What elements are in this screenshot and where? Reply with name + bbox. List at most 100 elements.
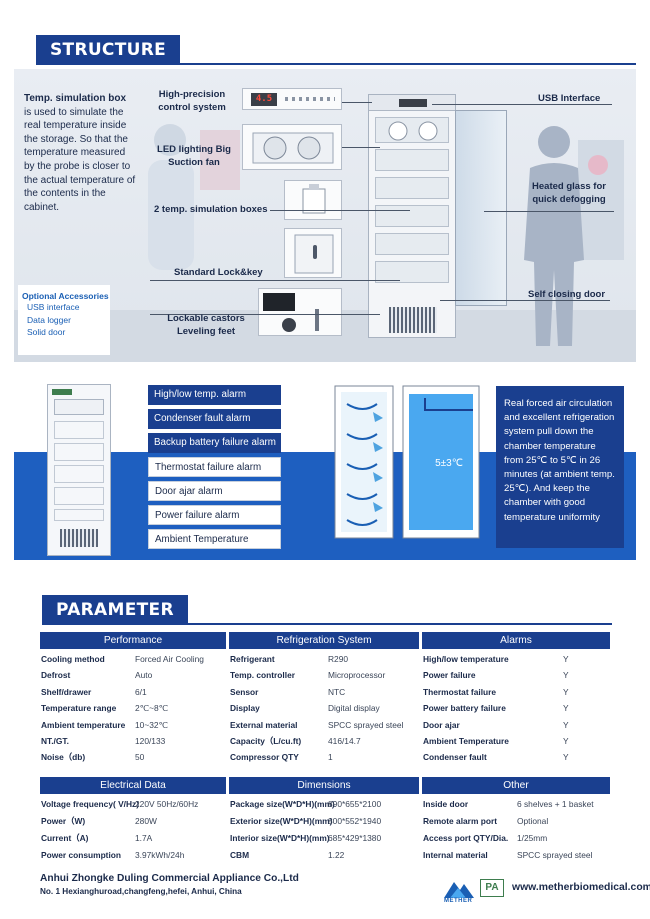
fridge-display: [399, 99, 427, 107]
table-row: Power（W)280W: [41, 813, 226, 829]
simulation-box-icon: [302, 184, 326, 214]
param-value: 800*552*1940: [328, 816, 382, 826]
optional-accessories-box: Optional Accessories USB interface Data …: [18, 285, 110, 355]
fridge-vent: [60, 529, 98, 547]
background-shelf-illustration: [578, 140, 624, 260]
structure-title: STRUCTURE: [36, 35, 181, 65]
castor-icon: [263, 293, 319, 332]
param-key: Shelf/drawer: [41, 686, 92, 697]
param-key: Compressor QTY: [230, 752, 299, 763]
callout-usb: USB Interface: [538, 93, 601, 104]
refrigeration-header: Refrigeration System: [229, 632, 419, 649]
param-key: NT./GT.: [41, 736, 69, 746]
param-value: NTC: [328, 686, 346, 697]
fan-inset: [242, 124, 342, 170]
param-key: Internal material: [423, 850, 488, 860]
table-row: High/low temperature Y: [423, 651, 609, 667]
parameter-title: PARAMETER: [42, 595, 188, 625]
alarm-item: High/low temp. alarm: [148, 385, 281, 405]
param-value: Y: [563, 654, 569, 664]
refrigerator-illustration: [368, 94, 456, 338]
param-key: Interior size(W*D*H)(mm): [230, 833, 330, 843]
param-value: 2℃~8℃: [135, 703, 169, 714]
callout-self-closing-door: Self closing door: [528, 289, 606, 300]
param-key: Ambient Temperature: [423, 736, 509, 746]
leader-line: [270, 210, 410, 211]
table-row: Sensor NTC: [230, 684, 418, 700]
leader-line: [150, 280, 400, 281]
table-row: Voltage frequency( V/Hz)220V 50Hz/60Hz: [41, 796, 226, 812]
website-link[interactable]: www.metherbiomedical.com: [512, 882, 650, 893]
callout-lock: Standard Lock&key: [174, 267, 263, 278]
lock-icon: [294, 234, 334, 274]
param-key: Power failure: [423, 670, 476, 681]
param-key: Current（A): [41, 833, 89, 843]
param-value: Y: [563, 703, 569, 714]
fridge-shelf: [54, 509, 104, 521]
temp-simulation-description: Temp. simulation box is used to simulate…: [24, 92, 136, 214]
refrigerator-front-illustration: [47, 384, 111, 556]
fridge-fans-icon: [388, 121, 438, 141]
param-key: Defrost: [41, 670, 71, 681]
table-row: Access port QTY/Dia.1/25mm: [423, 830, 609, 846]
dimensions-header: Dimensions: [229, 777, 419, 794]
fridge-logo-mark: [52, 389, 72, 395]
callout-castors: Lockable castors Leveling feet: [167, 313, 245, 337]
param-value: 10~32℃: [135, 719, 168, 730]
fridge-shelf: [54, 487, 104, 505]
param-value: 50: [135, 752, 145, 763]
leader-line: [342, 147, 380, 148]
param-value: SPCC sprayed steel: [517, 850, 593, 860]
leader-line: [432, 104, 612, 105]
param-value: Y: [563, 752, 569, 763]
param-key: Remote alarm port: [423, 816, 497, 826]
param-value: 220V 50Hz/60Hz: [135, 799, 199, 809]
castor-inset: [258, 288, 342, 336]
table-row: Exterior size(W*D*H)(mm)800*552*1940: [230, 813, 418, 829]
fridge-glass-door: [455, 110, 507, 306]
param-key: Exterior size(W*D*H)(mm): [230, 816, 333, 826]
fridge-shelf: [375, 149, 449, 171]
alarm-item: Door ajar alarm: [148, 481, 281, 501]
param-value: 1/25mm: [517, 833, 548, 843]
company-name: Anhui Zhongke Duling Commercial Applianc…: [40, 873, 299, 884]
param-value: 3.97kWh/24h: [135, 850, 185, 860]
leader-line: [484, 211, 614, 212]
fridge-vent: [389, 307, 437, 333]
param-key: Refrigerant: [230, 654, 275, 664]
param-key: Voltage frequency( V/Hz): [41, 799, 140, 809]
param-key: Cooling method: [41, 654, 105, 664]
cooling-description: Real forced air circulation and excellen…: [496, 386, 624, 548]
param-key: Inside door: [423, 799, 469, 809]
table-row: Package size(W*D*H)(mm)890*655*2100: [230, 796, 418, 812]
temperature-display: 4.5: [251, 93, 277, 106]
optional-item: USB interface: [27, 302, 80, 312]
table-row: Capacity（L/cu.ft)416/14.7: [230, 733, 418, 749]
temp-simulation-heading: Temp. simulation box: [24, 93, 127, 104]
param-key: Power（W): [41, 816, 86, 826]
param-key: High/low temperature: [423, 654, 509, 664]
alarm-item: Thermostat failure alarm: [148, 457, 281, 477]
table-row: Current（A)1.7A: [41, 830, 226, 846]
param-value: SPCC sprayed steel: [328, 719, 404, 730]
param-key: Sensor: [230, 686, 259, 697]
chamber-temperature-label: 5±3℃: [435, 458, 463, 469]
callout-control-system: High-precision control system: [158, 89, 226, 113]
simulation-box-inset: [284, 180, 342, 220]
param-key: Temperature range: [41, 703, 117, 714]
pa-logo-text: PA: [485, 882, 499, 893]
param-value: 890*655*2100: [328, 799, 382, 809]
param-key: Door ajar: [423, 719, 460, 730]
alarm-item: Backup battery failure alarm: [148, 433, 281, 453]
param-key: Thermostat failure: [423, 686, 497, 697]
